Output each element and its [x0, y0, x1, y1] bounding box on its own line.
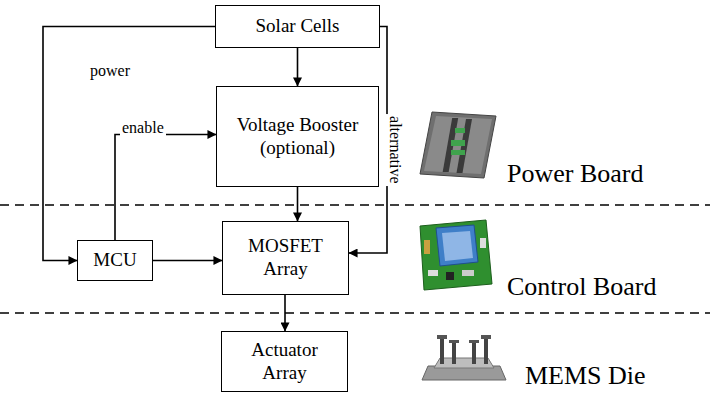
process-box: MOSFET Array: [222, 221, 349, 295]
board-label: Power Board: [507, 160, 643, 189]
node-text: Solar Cells: [256, 15, 340, 38]
mems-die-icon: [422, 335, 506, 380]
board-label: MEMS Die: [525, 362, 646, 391]
arrow-connector: [284, 295, 286, 331]
controller-box: MCU: [77, 240, 153, 281]
edge-label: alternative: [386, 114, 404, 186]
control-board-icon: [420, 220, 492, 290]
edge-label: enable: [120, 119, 166, 137]
process-box: Voltage Booster (optional): [216, 86, 379, 187]
board-divider: [0, 312, 710, 314]
arrow-connector: [115, 135, 216, 241]
board-label: Control Board: [507, 273, 657, 302]
power-board-icon: [420, 112, 496, 178]
output-box: Actuator Array: [221, 331, 348, 392]
node-text: MOSFET Array: [229, 235, 342, 281]
arrow-connector: [297, 48, 299, 86]
node-text: Voltage Booster (optional): [223, 114, 372, 160]
board-divider: [0, 204, 710, 206]
arrow-connector: [297, 187, 299, 221]
node-text: MCU: [93, 249, 136, 272]
source-box: Solar Cells: [215, 5, 380, 48]
node-text: Actuator Array: [228, 339, 341, 385]
arrow-connector: [43, 27, 215, 261]
arrow-connector: [153, 260, 222, 262]
edge-label: power: [88, 62, 132, 80]
